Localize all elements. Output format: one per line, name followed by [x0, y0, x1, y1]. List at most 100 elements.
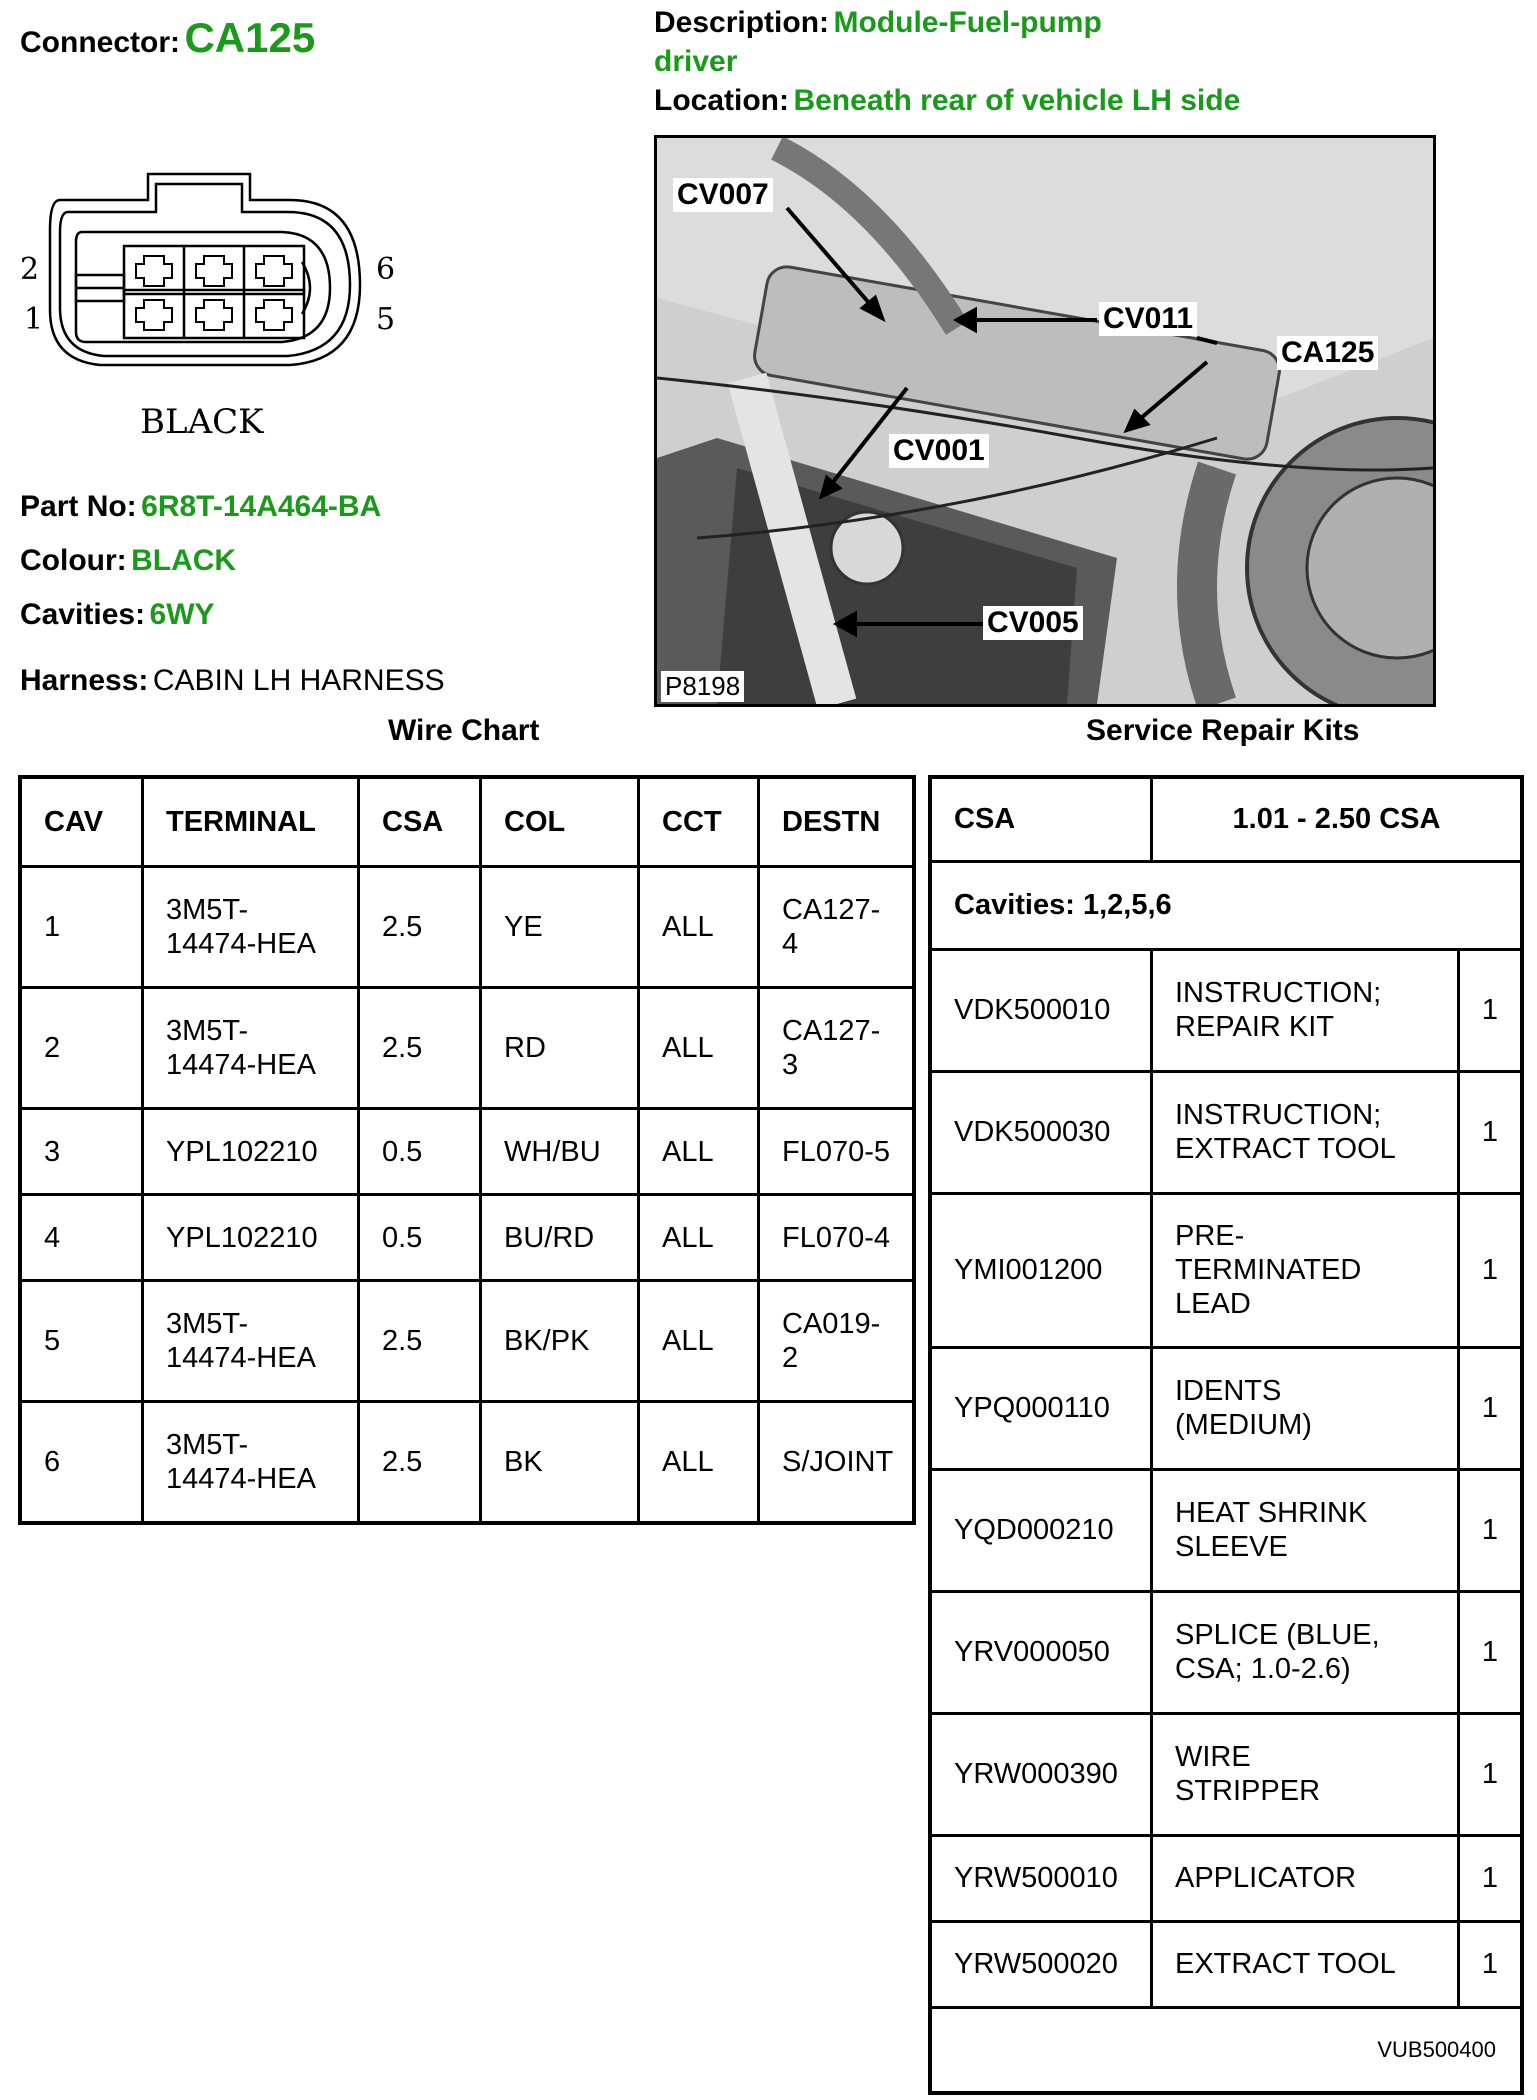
connector-face-diagram: 2 1 6 5 BLACK — [20, 160, 400, 460]
kit-part-number: YPQ000110 — [928, 1345, 1153, 1471]
cell-terminal: 3M5T- 14474-HEA — [141, 865, 360, 989]
cell-cav: 1 — [18, 865, 144, 989]
kit-description: IDENTS (MEDIUM) — [1150, 1345, 1460, 1471]
cavities-label: Cavities: — [20, 598, 146, 631]
kit-description: INSTRUCTION; EXTRACT TOOL — [1150, 1069, 1460, 1195]
description: Description: Module-Fuel-pump driver — [654, 6, 1102, 79]
cell-cct: ALL — [637, 986, 760, 1110]
col-header-destn: DESTN — [757, 775, 916, 868]
cell-csa: 2.5 — [357, 986, 482, 1110]
cell-destn: CA127- 4 — [757, 865, 916, 989]
kit-quantity: 1 — [1457, 1711, 1524, 1837]
kit-quantity: 1 — [1457, 1919, 1524, 2009]
cavities-value: 6WY — [149, 598, 215, 631]
location-value: Beneath rear of vehicle LH side — [793, 84, 1241, 117]
col-header-col: COL — [479, 775, 640, 868]
colour-value: BLACK — [131, 544, 237, 577]
cell-col: YE — [479, 865, 640, 989]
location-label: Location: — [654, 84, 789, 117]
cell-terminal: YPL102210 — [141, 1107, 360, 1196]
description-value-line2: driver — [654, 45, 738, 78]
kit-quantity: 1 — [1457, 1069, 1524, 1195]
cavities: Cavities: 6WY — [20, 598, 215, 632]
cell-terminal: 3M5T- 14474-HEA — [141, 1400, 360, 1524]
kit-description: APPLICATOR — [1150, 1833, 1460, 1923]
colour: Colour: BLACK — [20, 544, 236, 578]
cell-cav: 5 — [18, 1279, 144, 1403]
kit-part-number: VDK500010 — [928, 947, 1153, 1073]
cell-cct: ALL — [637, 1279, 760, 1403]
kit-part-number: YRW500020 — [928, 1919, 1153, 2009]
cell-col: WH/BU — [479, 1107, 640, 1196]
repair-kits-table: CSA 1.01 - 2.50 CSA Cavities: 1,2,5,6 VD… — [928, 775, 1524, 2095]
csa-row: CSA 1.01 - 2.50 CSA — [928, 775, 1524, 863]
callout-cv005: CV005 — [983, 606, 1083, 640]
cell-cct: ALL — [637, 1400, 760, 1524]
cell-csa: 2.5 — [357, 865, 482, 989]
kits-cavities: Cavities: 1,2,5,6 — [928, 859, 1524, 951]
part-no-label: Part No: — [20, 490, 137, 523]
cell-cct: ALL — [637, 1107, 760, 1196]
part-no: Part No: 6R8T-14A464-BA — [20, 490, 381, 524]
kit-part-number: YQD000210 — [928, 1467, 1153, 1593]
kit-quantity: 1 — [1457, 1345, 1524, 1471]
harness-value: CABIN LH HARNESS — [152, 664, 445, 697]
kits-footer-row: VUB500400 — [928, 2005, 1524, 2095]
kit-part-number: YRV000050 — [928, 1589, 1153, 1715]
photo-reference: P8198 — [661, 671, 745, 702]
kit-description: WIRE STRIPPER — [1150, 1711, 1460, 1837]
vehicle-underbody-illustration — [657, 138, 1433, 704]
kit-description: PRE- TERMINATED LEAD — [1150, 1191, 1460, 1349]
cell-terminal: 3M5T- 14474-HEA — [141, 1279, 360, 1403]
pin-label-1: 1 — [24, 302, 44, 337]
csa-range: 1.01 - 2.50 CSA — [1150, 775, 1524, 863]
col-header-terminal: TERMINAL — [141, 775, 360, 868]
cell-csa: 2.5 — [357, 1279, 482, 1403]
wire-chart-title: Wire Chart — [388, 714, 540, 747]
cell-cav: 6 — [18, 1400, 144, 1524]
callout-cv001: CV001 — [889, 434, 989, 468]
wire-chart-header-row: CAV TERMINAL CSA COL CCT DESTN — [18, 775, 916, 868]
callout-ca125: CA125 — [1277, 336, 1379, 370]
kit-part-number: YRW000390 — [928, 1711, 1153, 1837]
connector-outline — [48, 172, 362, 367]
cell-cct: ALL — [637, 865, 760, 989]
callout-cv007: CV007 — [673, 178, 773, 212]
cell-col: BK/PK — [479, 1279, 640, 1403]
kit-part-number: YRW500010 — [928, 1833, 1153, 1923]
cell-cav: 3 — [18, 1107, 144, 1196]
description-label: Description: — [654, 6, 830, 39]
colour-label: Colour: — [20, 544, 127, 577]
kit-part-number: VDK500030 — [928, 1069, 1153, 1195]
cell-cav: 2 — [18, 986, 144, 1110]
cell-csa: 0.5 — [357, 1193, 482, 1282]
pin-label-5: 5 — [376, 302, 396, 337]
cell-col: BU/RD — [479, 1193, 640, 1282]
kit-quantity: 1 — [1457, 1191, 1524, 1349]
col-header-csa: CSA — [357, 775, 482, 868]
kit-quantity: 1 — [1457, 1467, 1524, 1593]
cell-destn: FL070-4 — [757, 1193, 916, 1282]
kits-footer-code: VUB500400 — [928, 2005, 1524, 2095]
kit-description: HEAT SHRINK SLEEVE — [1150, 1467, 1460, 1593]
connector-id: CA125 — [184, 14, 316, 61]
repair-kits-title: Service Repair Kits — [1086, 714, 1360, 747]
cell-cav: 4 — [18, 1193, 144, 1282]
cavities-row: Cavities: 1,2,5,6 — [928, 859, 1524, 951]
callout-cv011: CV011 — [1099, 302, 1198, 336]
kit-description: SPLICE (BLUE, CSA; 1.0-2.6) — [1150, 1589, 1460, 1715]
cell-cct: ALL — [637, 1193, 760, 1282]
